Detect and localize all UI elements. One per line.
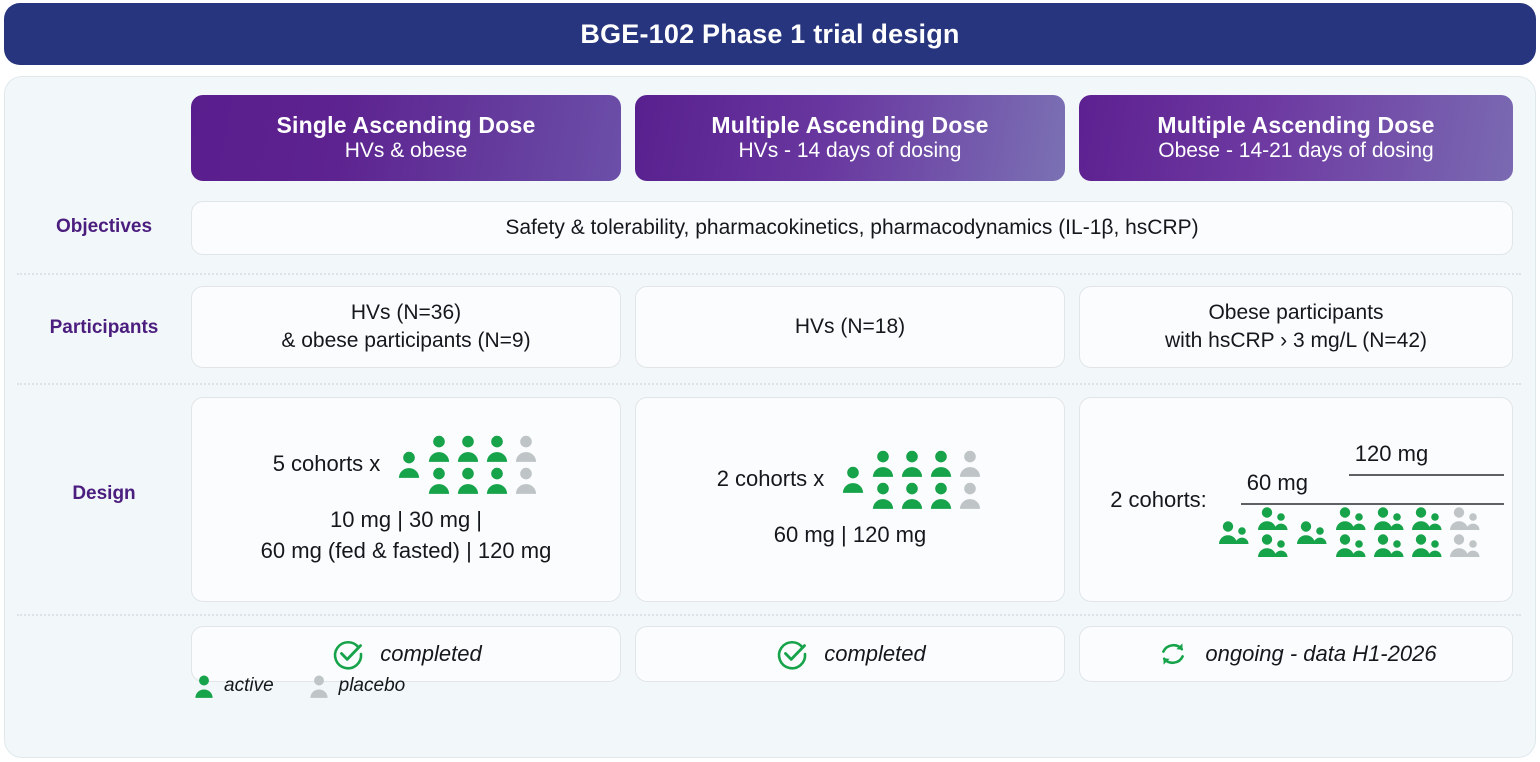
column-header-sad: Single Ascending Dose HVs & obese bbox=[191, 95, 621, 181]
column-subtitle: HVs & obese bbox=[344, 139, 468, 163]
column-title: Multiple Ascending Dose bbox=[1157, 112, 1435, 139]
person-icon bbox=[870, 448, 896, 478]
design-cell-mad-hv: 2 cohorts x bbox=[635, 397, 1065, 602]
trial-grid: Single Ascending Dose HVs & obese Multip… bbox=[5, 77, 1535, 757]
person-icon bbox=[870, 480, 896, 510]
person-pair-icon bbox=[1372, 505, 1406, 531]
participants-text: HVs (N=36)& obese participants (N=9) bbox=[281, 300, 531, 352]
bracket-line-60mg bbox=[1240, 503, 1504, 505]
row-divider bbox=[17, 383, 1521, 385]
column-subtitle: Obese - 14-21 days of dosing bbox=[1158, 139, 1434, 163]
row-label-participants: Participants bbox=[49, 317, 159, 338]
column-header-mad-obese: Multiple Ascending Dose Obese - 14-21 da… bbox=[1079, 95, 1513, 181]
person-pair-column bbox=[1256, 505, 1290, 558]
page-title: BGE-102 Phase 1 trial design bbox=[580, 18, 960, 49]
person-pair-icon-placebo bbox=[1448, 532, 1482, 558]
person-icon-placebo bbox=[957, 448, 983, 478]
objectives-text: Safety & tolerability, pharmacokinetics,… bbox=[505, 215, 1199, 239]
person-pair-icon bbox=[1334, 532, 1368, 558]
status-cell-sad: completed bbox=[191, 626, 621, 682]
people-icon-group bbox=[840, 448, 983, 510]
person-icon bbox=[840, 464, 866, 494]
status-cell-mad-obese: ongoing - data H1-2026 bbox=[1079, 626, 1513, 682]
page-title-bar: BGE-102 Phase 1 trial design bbox=[4, 3, 1536, 65]
person-icon bbox=[308, 673, 330, 699]
person-pair-icon bbox=[1410, 532, 1444, 558]
people-icon-grid bbox=[426, 433, 539, 495]
person-icon bbox=[396, 449, 422, 479]
main-panel: Single Ascending Dose HVs & obese Multip… bbox=[4, 76, 1536, 758]
check-circle-icon bbox=[774, 636, 810, 672]
person-pair-icon bbox=[1256, 505, 1290, 531]
column-subtitle: HVs - 14 days of dosing bbox=[738, 139, 962, 163]
person-icon bbox=[484, 465, 510, 495]
status-cell-mad-hv: completed bbox=[635, 626, 1065, 682]
person-pair-icon bbox=[1334, 505, 1368, 531]
design-cell-sad: 5 cohorts x bbox=[191, 397, 621, 602]
status-text: ongoing - data H1-2026 bbox=[1205, 641, 1437, 666]
objectives-cell: Safety & tolerability, pharmacokinetics,… bbox=[191, 201, 1513, 255]
bracket-label-60mg: 60 mg bbox=[1246, 470, 1308, 495]
dose-levels-text: 10 mg | 30 mg |60 mg (fed & fasted) | 12… bbox=[260, 506, 552, 563]
person-icon bbox=[426, 433, 452, 463]
people-pair-group bbox=[1217, 505, 1482, 558]
participants-cell-mad-hv: HVs (N=18) bbox=[635, 286, 1065, 368]
dose-bracket-group: 120 mg 60 mg bbox=[1217, 441, 1504, 505]
column-header-mad-hv: Multiple Ascending Dose HVs - 14 days of… bbox=[635, 95, 1065, 181]
person-icon-placebo bbox=[513, 465, 539, 495]
person-icon bbox=[455, 465, 481, 495]
bracket-label-120mg: 120 mg bbox=[1354, 441, 1429, 466]
person-icon bbox=[899, 448, 925, 478]
cohort-count-label: 2 cohorts x bbox=[716, 466, 825, 492]
refresh-icon bbox=[1155, 636, 1191, 672]
check-circle-icon bbox=[330, 636, 366, 672]
legend-label: active bbox=[224, 675, 274, 696]
participants-text: HVs (N=18) bbox=[794, 314, 906, 338]
person-pair-icon-placebo bbox=[1448, 505, 1482, 531]
person-pair-grid bbox=[1334, 505, 1482, 558]
legend-label: placebo bbox=[338, 675, 406, 696]
participants-cell-sad: HVs (N=36)& obese participants (N=9) bbox=[191, 286, 621, 368]
people-icon-group bbox=[396, 433, 539, 495]
person-pair-icon bbox=[1217, 519, 1251, 545]
row-label-objectives: Objectives bbox=[55, 216, 153, 237]
person-icon bbox=[426, 465, 452, 495]
person-icon bbox=[193, 673, 215, 699]
person-pair-icon bbox=[1256, 532, 1290, 558]
cohort-count-label: 2 cohorts: bbox=[1110, 486, 1207, 512]
row-divider bbox=[17, 614, 1521, 616]
legend: active placebo bbox=[193, 673, 405, 699]
legend-item-active: active bbox=[193, 673, 274, 699]
row-label-design: Design bbox=[72, 483, 136, 504]
cohort-count-label: 5 cohorts x bbox=[272, 450, 381, 476]
person-pair-icon bbox=[1295, 519, 1329, 545]
row-divider bbox=[17, 273, 1521, 275]
person-icon bbox=[928, 448, 954, 478]
design-cell-mad-obese: 2 cohorts: 120 mg 60 mg bbox=[1079, 397, 1513, 602]
legend-item-placebo: placebo bbox=[308, 673, 406, 699]
person-icon bbox=[484, 433, 510, 463]
status-text: completed bbox=[824, 641, 926, 666]
dose-levels-text: 60 mg | 120 mg bbox=[773, 522, 927, 548]
person-pair-icon bbox=[1372, 532, 1406, 558]
person-icon bbox=[928, 480, 954, 510]
column-title: Single Ascending Dose bbox=[276, 112, 536, 139]
column-title: Multiple Ascending Dose bbox=[711, 112, 989, 139]
person-icon-placebo bbox=[957, 480, 983, 510]
person-icon bbox=[899, 480, 925, 510]
status-text: completed bbox=[380, 641, 482, 666]
person-icon bbox=[455, 433, 481, 463]
people-icon-grid bbox=[870, 448, 983, 510]
bracket-line-120mg bbox=[1348, 474, 1504, 476]
person-pair-icon bbox=[1410, 505, 1444, 531]
person-icon-placebo bbox=[513, 433, 539, 463]
